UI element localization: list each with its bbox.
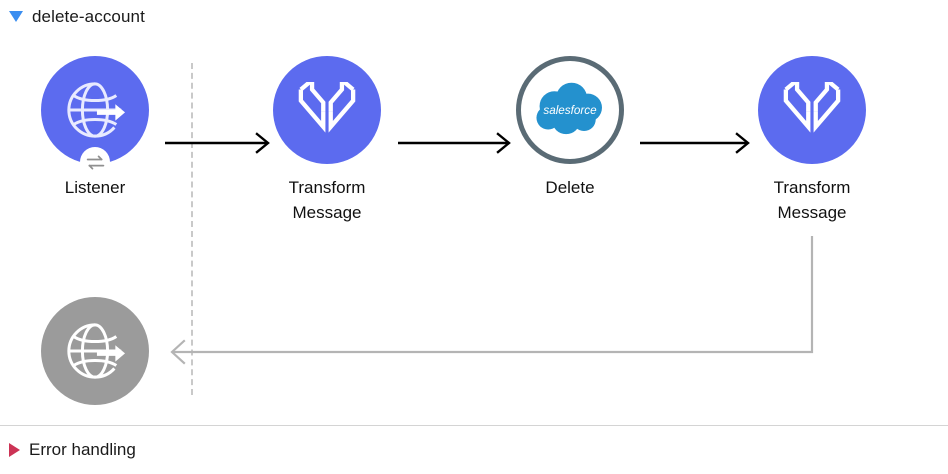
node-delete[interactable]: salesforce Delete xyxy=(515,56,625,200)
dataweave-icon xyxy=(783,82,841,133)
connector-transform-2-to-response xyxy=(160,228,830,373)
source-zone-divider xyxy=(191,63,193,395)
node-transform-message-2-circle[interactable] xyxy=(758,56,866,164)
node-listener-label: Listener xyxy=(64,178,126,197)
connector-delete-to-transform-2 xyxy=(640,129,755,162)
salesforce-wordmark: salesforce xyxy=(543,104,597,117)
connector-listener-to-transform-1 xyxy=(165,129,275,162)
node-delete-label: Delete xyxy=(545,178,595,197)
flow-header[interactable]: delete-account xyxy=(0,0,948,33)
node-listener-circle[interactable] xyxy=(41,56,149,177)
request-response-icon xyxy=(86,155,104,169)
connector-transform-1-to-delete xyxy=(398,129,516,162)
node-listener[interactable]: Listener xyxy=(40,56,150,200)
node-response[interactable] xyxy=(40,297,150,416)
globe-arrow-icon xyxy=(67,323,126,379)
triangle-down-icon[interactable] xyxy=(9,11,23,22)
node-transform-message-2-label: Transform Message xyxy=(773,178,851,222)
node-transform-message-1[interactable]: Transform Message xyxy=(272,56,382,225)
dataweave-icon xyxy=(298,82,356,133)
globe-arrow-icon xyxy=(67,82,126,138)
error-handling-label: Error handling xyxy=(29,440,136,459)
section-divider xyxy=(0,425,948,426)
node-response-circle[interactable] xyxy=(41,297,149,405)
node-transform-message-1-circle[interactable] xyxy=(273,56,381,164)
salesforce-cloud-icon: salesforce xyxy=(536,82,602,135)
node-transform-message-1-label: Transform Message xyxy=(288,178,366,222)
node-delete-circle[interactable]: salesforce xyxy=(516,56,624,164)
node-transform-message-2[interactable]: Transform Message xyxy=(757,56,867,225)
triangle-right-icon[interactable] xyxy=(9,443,20,457)
flow-title: delete-account xyxy=(32,6,145,26)
error-handling-header[interactable]: Error handling xyxy=(0,426,948,474)
request-response-badge xyxy=(80,147,110,177)
flow-body: Listener Transform Message xyxy=(0,33,948,425)
